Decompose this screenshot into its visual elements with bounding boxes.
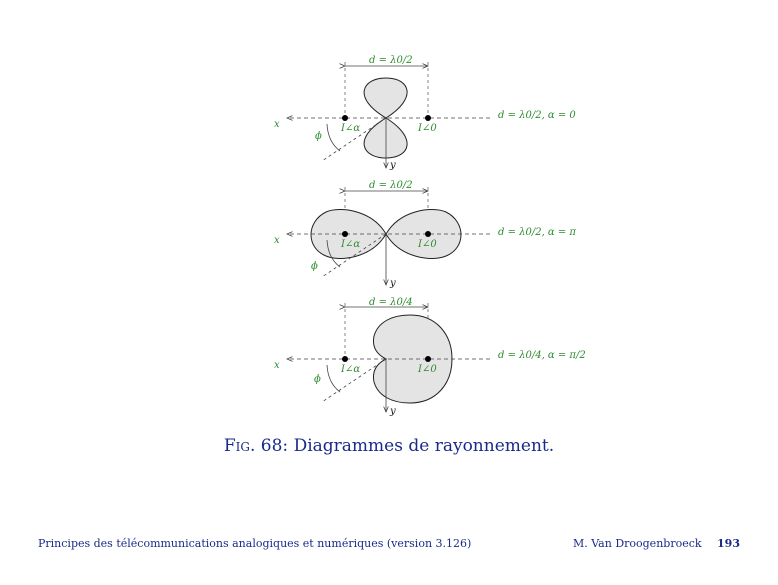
spacing-label: d = λ0/2 (369, 180, 413, 191)
source-right-dot (425, 356, 431, 362)
x-axis-label: x (274, 119, 280, 130)
x-axis-label: x (274, 360, 280, 371)
params-label: d = λ0/2, α = π (498, 227, 576, 238)
footer-document-title: Principes des télécommunications analogi… (38, 537, 472, 550)
y-axis-label: y (389, 406, 396, 417)
footer-author-page: M. Van Droogenbroeck 193 (573, 537, 740, 550)
source-right-label: I∠0 (417, 364, 437, 375)
spacing-label: d = λ0/4 (369, 297, 413, 308)
radiation-lobe-upper (363, 77, 408, 119)
spacing-label: d = λ0/2 (369, 55, 413, 66)
angle-label: ϕ (314, 374, 321, 385)
source-left-label: I∠α (340, 364, 360, 375)
source-left-label: I∠α (340, 239, 360, 250)
angle-arc (326, 123, 341, 152)
angle-label: ϕ (315, 131, 322, 142)
source-right-dot (425, 231, 431, 237)
caption-text: Diagrammes de rayonnement. (293, 436, 555, 456)
angle-arc (326, 239, 341, 268)
source-right-dot (425, 115, 431, 121)
params-label: d = λ0/4, α = π/2 (498, 350, 586, 361)
diagram-2: d = λ0/2 x y ϕ I∠α I∠0 d = λ0/2, α = π (274, 180, 576, 289)
direction-line (321, 358, 387, 403)
params-label: d = λ0/2, α = 0 (498, 110, 576, 121)
source-left-dot (342, 356, 348, 362)
direction-line (321, 233, 387, 278)
caption-prefix: Fig. 68: (223, 436, 289, 456)
radiation-lobe-lower (363, 117, 408, 159)
footer-author: M. Van Droogenbroeck (572, 537, 702, 550)
source-right-label: I∠0 (417, 239, 437, 250)
diagram-3: d = λ0/4 x y ϕ I∠α I∠0 d = λ0/4, α = π/2 (274, 297, 586, 417)
direction-line (321, 117, 387, 162)
y-axis-label: y (389, 160, 396, 171)
source-left-dot (342, 115, 348, 121)
angle-arc (326, 364, 341, 393)
source-left-label: I∠α (340, 123, 360, 134)
source-left-dot (342, 231, 348, 237)
y-axis-label: y (389, 278, 396, 289)
x-axis-label: x (274, 235, 280, 246)
source-right-label: I∠0 (417, 123, 437, 134)
angle-label: ϕ (311, 261, 318, 272)
figure-caption: Fig. 68: Diagrammes de rayonnement. (0, 436, 778, 456)
page-number: 193 (717, 537, 740, 550)
diagram-1: d = λ0/2 x y ϕ I∠α I∠0 d = λ0/2, α = 0 (274, 55, 576, 171)
